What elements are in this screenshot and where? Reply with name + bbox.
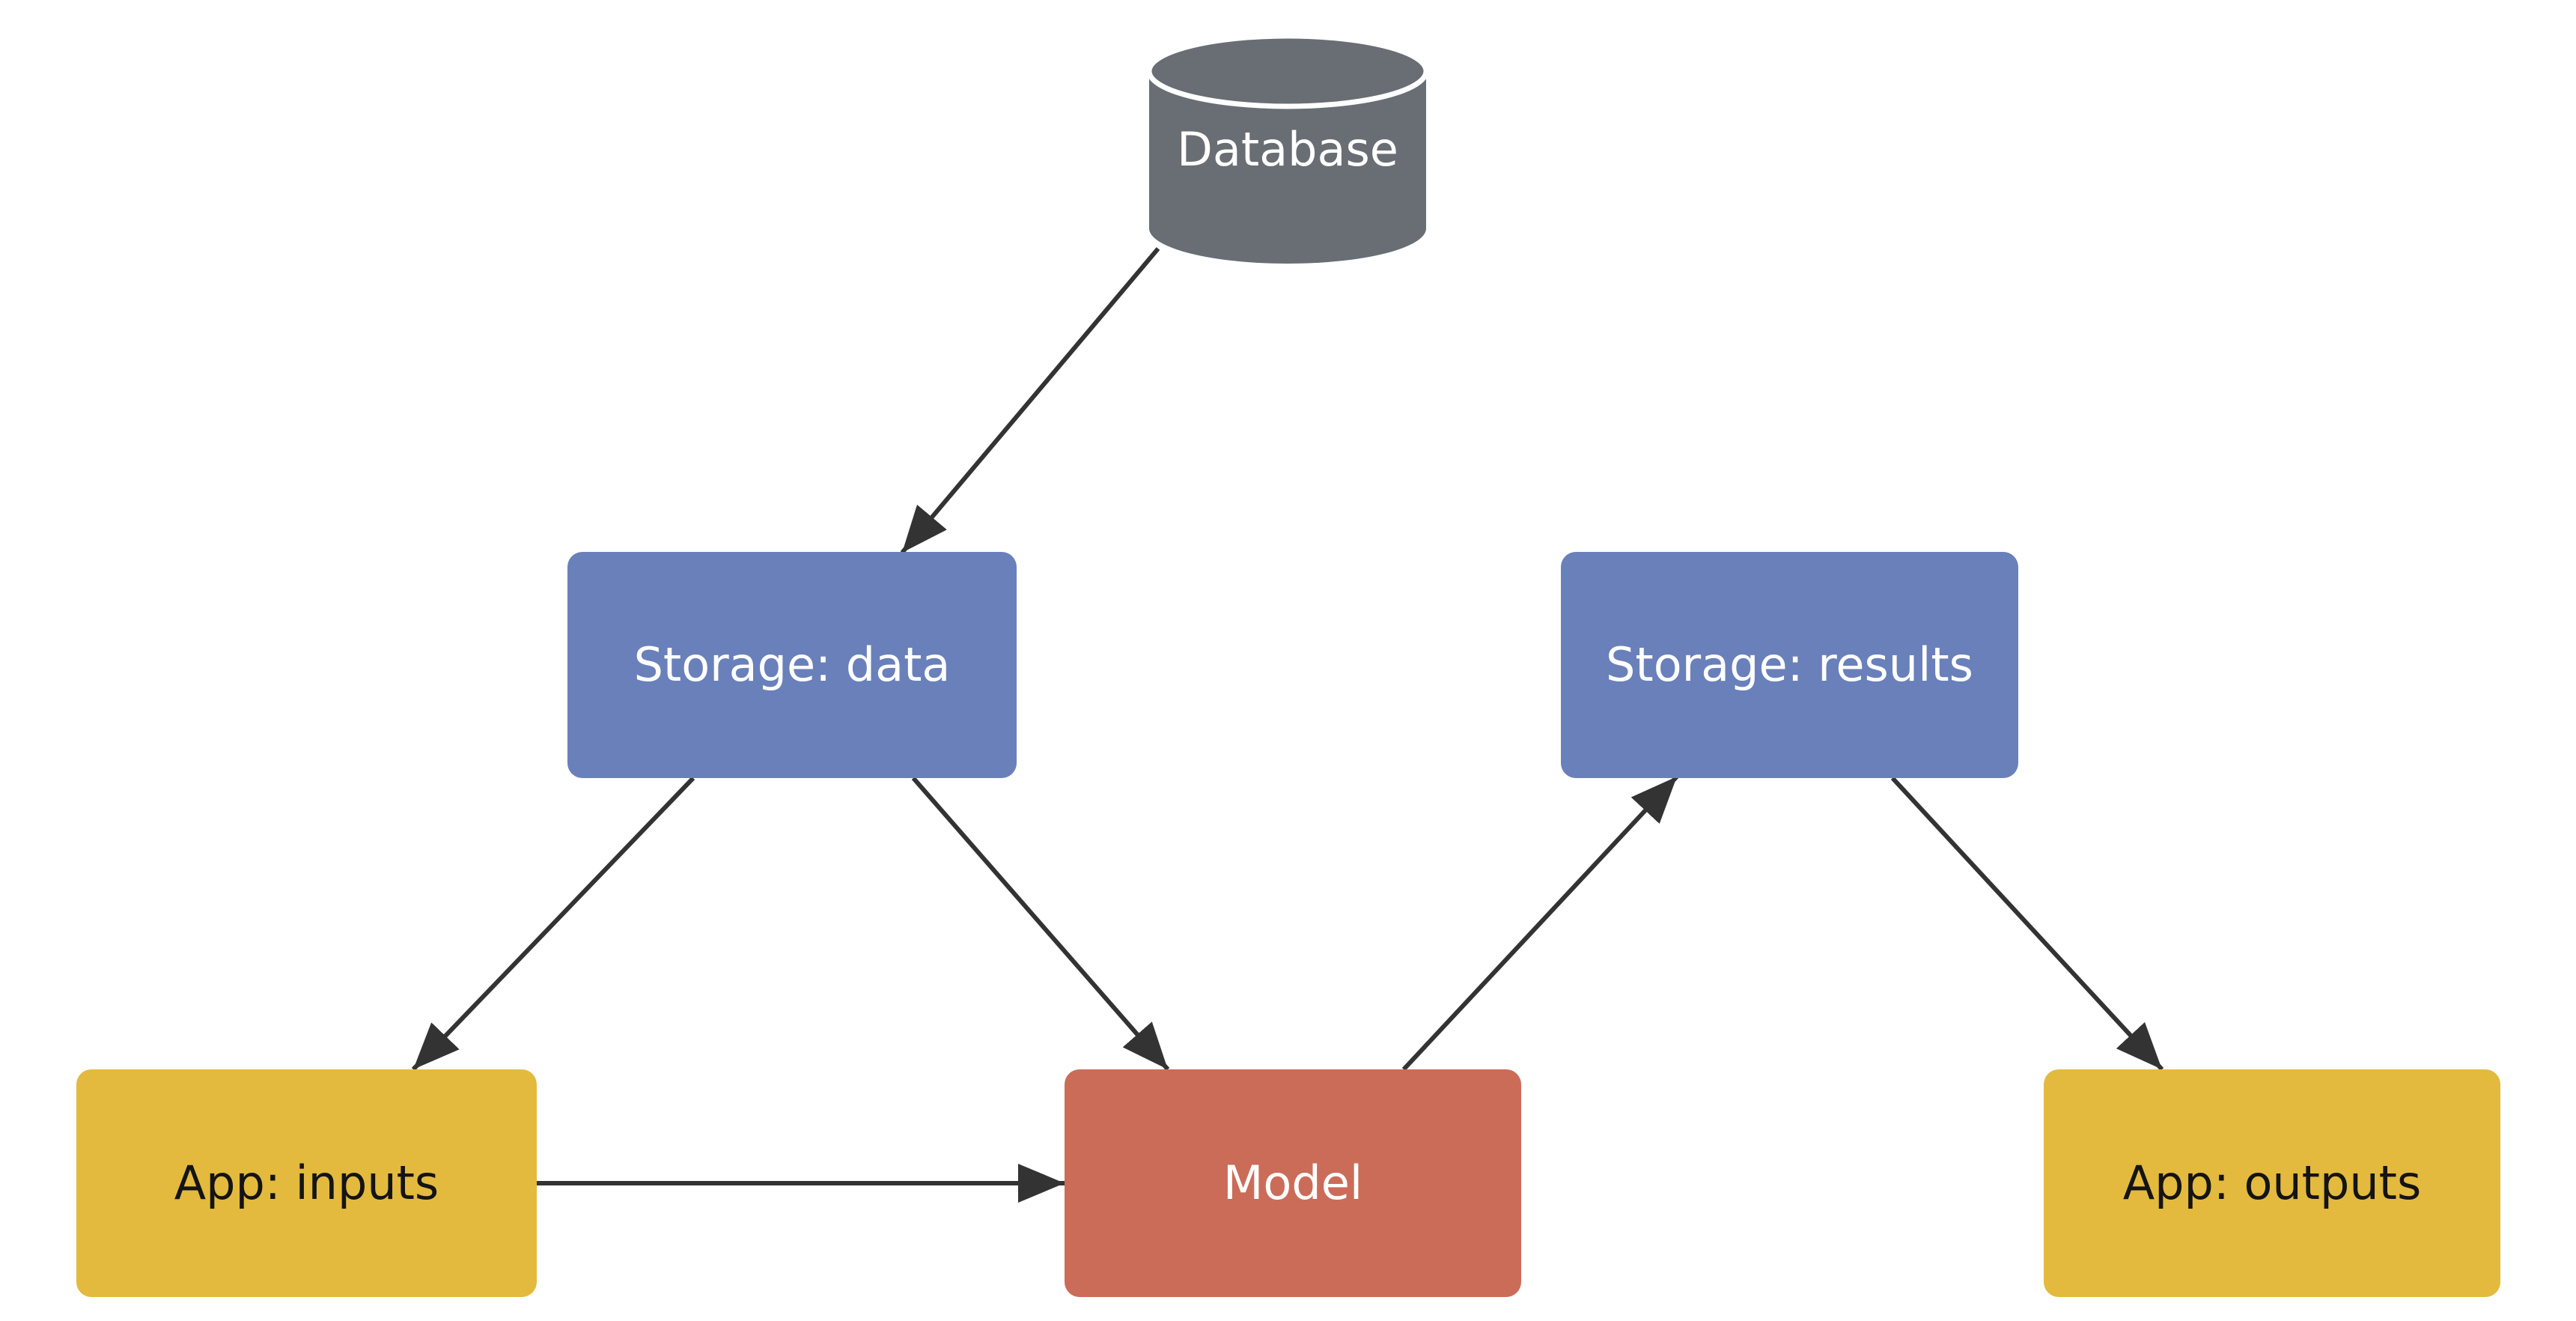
database-cylinder-icon	[1146, 33, 1429, 264]
cylinder-body	[1149, 71, 1426, 264]
node-storage-data: Storage: data	[567, 552, 1017, 778]
node-app-outputs-label: App: outputs	[2122, 1155, 2422, 1210]
edges	[411, 247, 2164, 1203]
edge-storage-data-to-app-inputs	[411, 776, 695, 1072]
edge-database-to-storage-data	[900, 247, 1160, 554]
node-app-inputs: App: inputs	[76, 1069, 537, 1297]
node-model: Model	[1065, 1069, 1521, 1297]
cylinder-top	[1146, 33, 1429, 109]
node-app-inputs-label: App: inputs	[174, 1155, 439, 1210]
node-database: Database	[1149, 82, 1426, 217]
edge-storage-data-to-model	[911, 777, 1170, 1071]
node-storage-results-label: Storage: results	[1606, 637, 1973, 692]
node-database-label: Database	[1177, 121, 1398, 177]
node-storage-results: Storage: results	[1561, 552, 2018, 778]
node-model-label: Model	[1222, 1155, 1363, 1210]
edge-model-to-storage-results	[1401, 774, 1679, 1072]
node-app-outputs: App: outputs	[2044, 1069, 2500, 1297]
node-storage-data-label: Storage: data	[633, 637, 951, 692]
edge-storage-results-to-app-outputs	[1890, 776, 2164, 1072]
